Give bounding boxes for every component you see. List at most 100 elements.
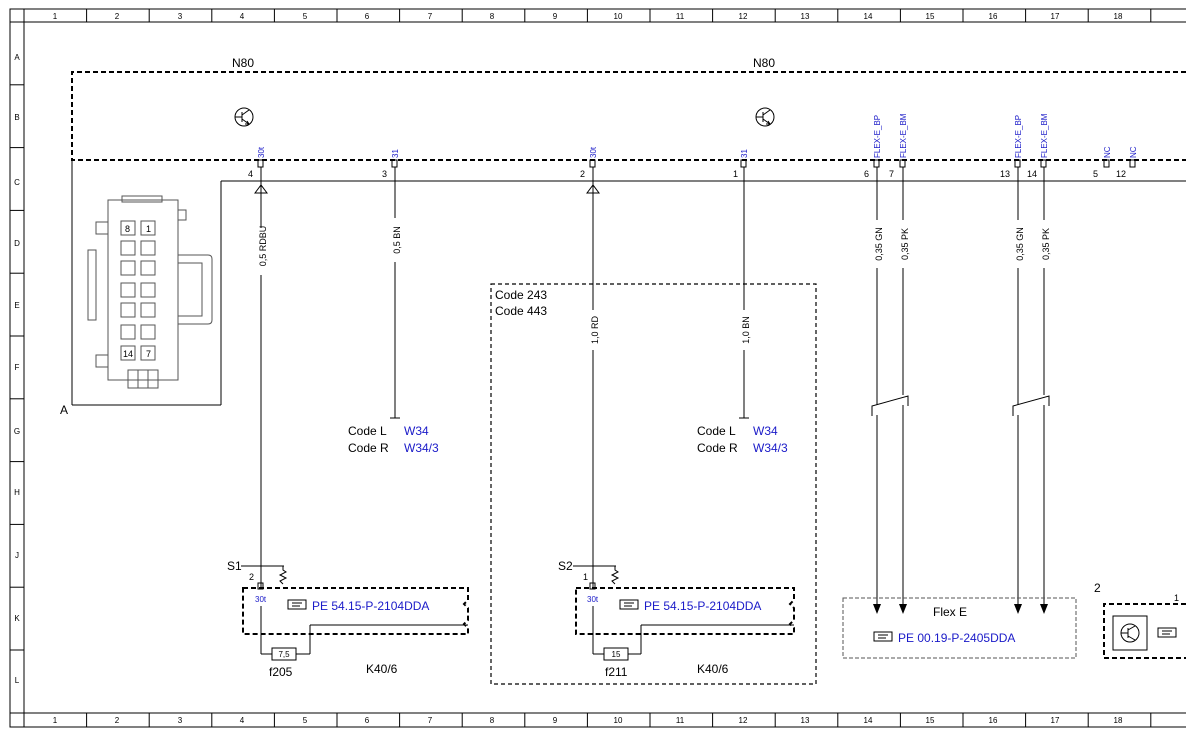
svg-text:7: 7 (428, 12, 433, 21)
svg-text:FLEX-E_BP: FLEX-E_BP (873, 115, 882, 158)
svg-text:0,5 RDBU: 0,5 RDBU (258, 226, 268, 267)
module-label-left: N80 (232, 56, 254, 70)
transistor-icon (234, 107, 254, 127)
svg-text:14: 14 (1027, 169, 1037, 179)
wire-labels: 0,5 RDBU 0,5 BN 1,0 RD 1,0 BN 0,35 GN 0,… (258, 226, 1051, 344)
svg-text:18: 18 (1114, 12, 1123, 21)
svg-text:5: 5 (303, 12, 308, 21)
connector-cavity: 8 (120, 220, 136, 236)
grid-row-labels: A B C D E F G H J K L (14, 53, 20, 685)
svg-text:15: 15 (926, 716, 935, 725)
svg-text:7,5: 7,5 (278, 650, 290, 659)
svg-text:6: 6 (365, 716, 370, 725)
svg-text:8: 8 (125, 224, 130, 234)
svg-text:F: F (15, 363, 20, 372)
grid-column-labels: 1 2 3 4 5 6 7 8 9 10 11 12 13 14 15 16 1… (53, 12, 1123, 725)
svg-text:5: 5 (1093, 169, 1098, 179)
svg-text:NC: NC (1129, 146, 1138, 158)
svg-text:S2: S2 (558, 559, 573, 573)
svg-text:8: 8 (490, 716, 495, 725)
svg-text:0,35 PK: 0,35 PK (900, 228, 910, 260)
connector-cavity: 1 (140, 220, 156, 236)
svg-text:3: 3 (178, 716, 183, 725)
ground-reference: Code L W34 Code R W34/3 (697, 424, 788, 455)
svg-text:13: 13 (801, 12, 810, 21)
svg-text:30t: 30t (589, 146, 598, 158)
svg-text:3: 3 (382, 169, 387, 179)
flex-e-box (842, 597, 1077, 659)
svg-text:FLEX-E_BM: FLEX-E_BM (1040, 113, 1049, 158)
svg-text:4: 4 (240, 12, 245, 21)
svg-text:13: 13 (801, 716, 810, 725)
svg-text:0,5 BN: 0,5 BN (392, 226, 402, 254)
svg-text:Code R: Code R (697, 441, 738, 455)
svg-text:6: 6 (365, 12, 370, 21)
svg-text:W34/3: W34/3 (404, 441, 439, 455)
splice-ref-link[interactable]: PE 54.15-P-2104DDA (644, 599, 761, 613)
svg-text:10: 10 (614, 716, 623, 725)
module-n80-box (71, 71, 1186, 406)
svg-text:W34/3: W34/3 (753, 441, 788, 455)
svg-text:B: B (14, 113, 19, 122)
svg-text:Code L: Code L (697, 424, 736, 438)
code-box-line1: Code 243 (495, 288, 547, 302)
svg-text:f211: f211 (605, 665, 628, 679)
svg-text:K40/6: K40/6 (366, 662, 398, 676)
svg-text:A: A (14, 53, 20, 62)
svg-text:L: L (15, 676, 20, 685)
svg-text:15: 15 (926, 12, 935, 21)
splice-ref-link[interactable]: PE 54.15-P-2104DDA (312, 599, 429, 613)
svg-text:9: 9 (553, 716, 558, 725)
svg-text:30t: 30t (587, 595, 599, 604)
svg-text:1: 1 (53, 716, 58, 725)
pin-numbers: 4 3 2 1 6 7 13 14 5 12 (248, 169, 1126, 179)
connector-cavity: 14 (120, 345, 136, 361)
svg-text:17: 17 (1051, 12, 1060, 21)
svg-text:1,0 BN: 1,0 BN (741, 316, 751, 344)
svg-text:7: 7 (428, 716, 433, 725)
svg-text:8: 8 (490, 12, 495, 21)
manual-ref-icon (287, 599, 307, 610)
connector-housing (87, 195, 213, 389)
svg-text:18: 18 (1114, 716, 1123, 725)
svg-text:7: 7 (889, 169, 894, 179)
svg-text:2: 2 (580, 169, 585, 179)
manual-ref-icon (873, 631, 893, 642)
splice-s2: S2 1 30t 15 f211 K40/6 (558, 559, 795, 679)
pin-signal-labels: 30t 31 30t 31 FLEX-E_BP FLEX-E_BM FLEX-E… (257, 113, 1138, 158)
svg-text:2: 2 (249, 572, 254, 582)
svg-text:14: 14 (864, 716, 873, 725)
svg-text:FLEX-E_BP: FLEX-E_BP (1014, 115, 1023, 158)
svg-text:C: C (14, 178, 20, 187)
svg-text:12: 12 (739, 716, 748, 725)
sensor-icon (1112, 615, 1148, 651)
svg-text:10: 10 (614, 12, 623, 21)
svg-text:K: K (14, 614, 20, 623)
wire-lines (254, 167, 1050, 614)
svg-text:16: 16 (989, 12, 998, 21)
svg-text:0,35 GN: 0,35 GN (1015, 227, 1025, 261)
partial-box-pin: 1 (1174, 593, 1179, 603)
svg-text:4: 4 (240, 716, 245, 725)
svg-text:9: 9 (553, 12, 558, 21)
transistor-icon (755, 107, 775, 127)
svg-text:NC: NC (1103, 146, 1112, 158)
svg-text:J: J (15, 551, 19, 560)
code-box (490, 283, 817, 685)
svg-text:31: 31 (391, 149, 400, 158)
svg-text:1: 1 (733, 169, 738, 179)
svg-text:5: 5 (303, 716, 308, 725)
svg-text:1: 1 (146, 224, 151, 234)
flex-e-ref-link[interactable]: PE 00.19-P-2405DDA (898, 631, 1015, 645)
flex-e-title: Flex E (933, 605, 967, 619)
partial-box-label: 2 (1094, 581, 1101, 595)
partial-box (1103, 603, 1186, 659)
svg-text:Code R: Code R (348, 441, 389, 455)
svg-text:6: 6 (864, 169, 869, 179)
svg-text:1,0 RD: 1,0 RD (590, 315, 600, 344)
splice-s1: S1 2 30t 7,5 f205 K40/6 (227, 559, 469, 679)
svg-text:W34: W34 (753, 424, 778, 438)
svg-text:13: 13 (1000, 169, 1010, 179)
ground-reference: Code L W34 Code R W34/3 (348, 424, 439, 455)
